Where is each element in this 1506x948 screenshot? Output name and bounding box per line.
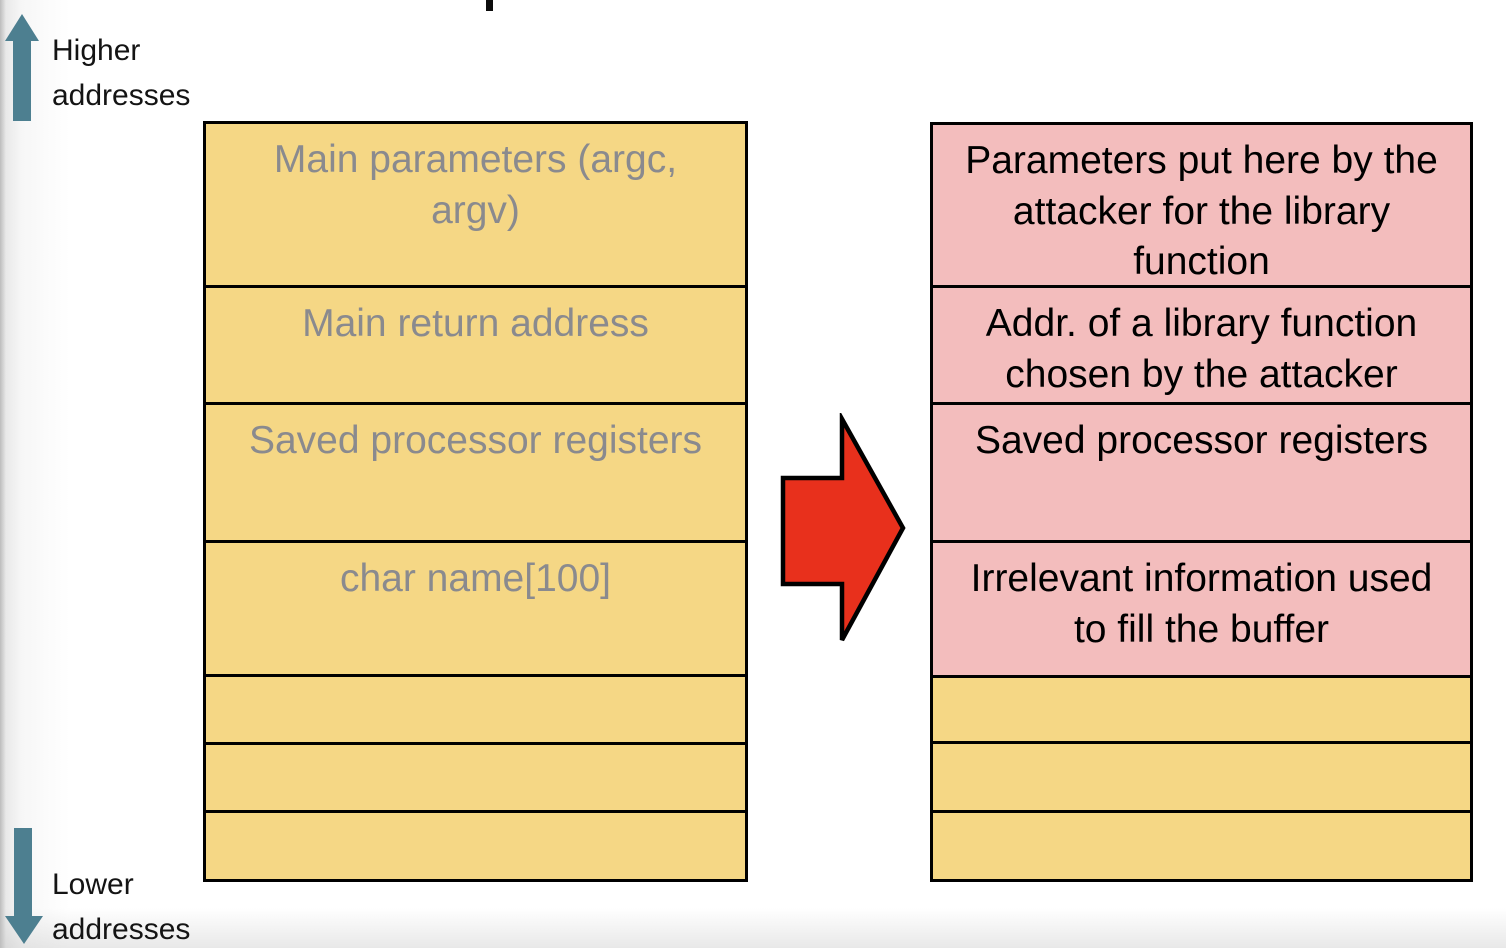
cutoff-title-fragment	[486, 0, 493, 11]
stack-row-label: Parameters put here by the attacker for …	[965, 139, 1438, 284]
stack-row-empty	[206, 745, 745, 813]
stack-row-char-buffer: char name[100]	[206, 543, 745, 677]
stack-row-empty	[206, 813, 745, 879]
stack-row-library-function-address: Addr. of a library function chosen by th…	[933, 288, 1470, 405]
normal-stack: Main parameters (argc, argv) Main return…	[203, 121, 748, 882]
stack-row-empty	[933, 678, 1470, 744]
stack-row-main-parameters: Main parameters (argc, argv)	[206, 124, 745, 288]
stack-row-label: Saved processor registers	[248, 419, 703, 462]
transform-right-arrow-icon	[780, 413, 906, 642]
higher-addresses-up-arrow-icon	[5, 14, 39, 121]
stack-row-label: Addr. of a library function chosen by th…	[985, 302, 1418, 396]
stack-row-return-address: Main return address	[206, 288, 745, 405]
stack-row-label: Saved processor registers	[974, 419, 1429, 462]
stack-row-empty	[933, 813, 1470, 879]
higher-addresses-label: Higher addresses	[52, 34, 191, 112]
stack-row-attacker-parameters: Parameters put here by the attacker for …	[933, 125, 1470, 288]
stack-row-label: Irrelevant information used to fill the …	[970, 557, 1433, 651]
stack-row-saved-registers: Saved processor registers	[206, 405, 745, 543]
lower-addresses-label: Lower addresses	[52, 868, 191, 946]
attacked-stack: Parameters put here by the attacker for …	[930, 122, 1473, 882]
stack-row-empty	[933, 744, 1470, 813]
stack-row-empty	[206, 677, 745, 745]
lower-addresses-down-arrow-icon	[5, 828, 43, 944]
stack-row-label: char name[100]	[339, 557, 611, 600]
stack-row-filler-data: Irrelevant information used to fill the …	[933, 543, 1470, 678]
stack-row-label: Main return address	[302, 302, 649, 345]
stack-row-saved-registers: Saved processor registers	[933, 405, 1470, 543]
stack-row-label: Main parameters (argc, argv)	[273, 138, 678, 232]
